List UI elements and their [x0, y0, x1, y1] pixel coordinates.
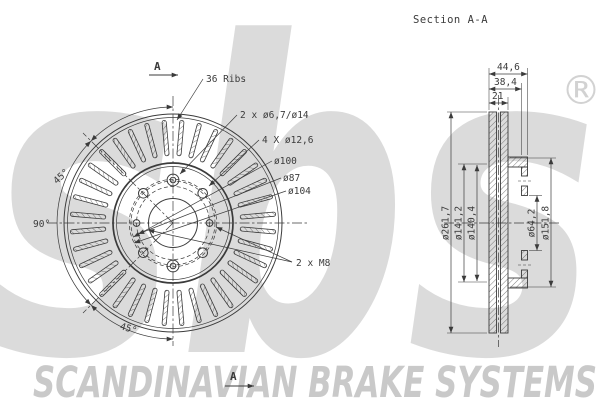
vent-rib [239, 226, 277, 235]
vent-rib [176, 289, 185, 327]
label-lug-holes: 4 X ø12,6 [262, 135, 314, 146]
section-marker-bottom: A [225, 370, 254, 389]
dim-outer-diameter: ø261,7 [441, 206, 452, 240]
pilot-holes [166, 173, 180, 273]
hat-wall-lower-a [521, 250, 528, 261]
vent-rib [210, 277, 234, 309]
hat-wall-lower-b [521, 269, 528, 279]
section-title: Section A-A [413, 14, 488, 26]
leader-lug-holes [208, 139, 260, 187]
vent-rib [188, 287, 202, 323]
diagonal-centerline-lower [82, 222, 174, 314]
label-thread-holes: 2 x M8 [296, 258, 331, 269]
label-service-circle-dia: ø87 [283, 173, 300, 184]
label-ribs: 36 Ribs [206, 74, 246, 85]
leader-pilot-circle [133, 190, 287, 244]
vent-rib [233, 177, 267, 197]
disc-outer-edge [63, 113, 283, 333]
dim-disc-thickness: 21 [492, 91, 504, 102]
section-view: Section A-A [413, 14, 560, 347]
friction-plate-inboard [500, 111, 509, 334]
thread-holes-m8 [132, 219, 214, 227]
section-marker-top: A [149, 60, 178, 78]
footer-watermark: SCANDINAVIAN BRAKE SYSTEMS [33, 358, 597, 400]
disc-outer-edge-inner-line [67, 117, 279, 329]
vent-rib [199, 129, 219, 163]
vent-rib [237, 194, 273, 208]
vent-rib [99, 269, 127, 297]
label-pilot-holes: 2 x ø6,7/ø14 [240, 110, 309, 121]
hat-edge-circle [112, 162, 234, 284]
dim-inner-ring-2: ø140,4 [467, 206, 478, 241]
dim-hat-diameter: ø151,8 [541, 206, 552, 241]
vent-rib [239, 211, 277, 220]
hat-wall-upper-a [521, 166, 528, 177]
vent-rib [99, 149, 127, 177]
vent-rib [199, 283, 219, 317]
center-bore [148, 198, 198, 248]
service-circle-87 [136, 186, 210, 260]
front-view: 36 Ribs 2 x ø6,7/ø14 4 X ø12,6 ø100 ø87 … [33, 60, 331, 389]
hat-flange-top [507, 156, 528, 168]
leader-service-circle [137, 177, 282, 235]
hat-wall-upper-b [521, 185, 528, 196]
vent-ribs [69, 119, 277, 327]
label-bolt-circle-dia: ø100 [274, 156, 297, 167]
pilot-hole-circle-104 [128, 178, 218, 268]
dim-hat-depth: 38,4 [494, 77, 517, 88]
vent-rib [219, 269, 247, 297]
hat-edge-inner-circle [116, 166, 230, 280]
svg-text:A: A [154, 60, 161, 73]
dim-center-bore: ø64,2 [527, 209, 538, 238]
registered-trademark-icon: ® [561, 68, 600, 114]
angle-45-lower: 45° [119, 321, 139, 337]
leader-bolt-circle [133, 160, 273, 238]
angle-arc-45-lower [90, 304, 174, 342]
leader-ribs [176, 78, 204, 121]
bolt-circle-100 [130, 180, 216, 266]
hat-flange-bottom [507, 277, 528, 289]
lug-holes [138, 188, 208, 258]
leader-m8-left [147, 229, 293, 263]
leader-pilot-holes [179, 114, 238, 175]
angle-90: 90° [33, 219, 50, 230]
vent-rib [233, 249, 267, 269]
friction-plate-outboard [488, 111, 497, 334]
vent-rib [188, 123, 202, 159]
vent-rib [227, 162, 259, 186]
vent-rib [176, 119, 185, 157]
svg-text:A: A [230, 370, 237, 383]
leader-m8-right [215, 226, 293, 263]
angle-arc-45-upper [90, 104, 174, 142]
dim-inner-ring-1: ø141,2 [454, 206, 465, 240]
dim-total-width: 44,6 [497, 62, 520, 73]
vent-rib [227, 260, 259, 284]
label-pilot-circle-dia: ø104 [288, 186, 311, 197]
diagonal-centerline-upper [82, 132, 174, 224]
angle-arc-90 [56, 140, 92, 306]
vent-rib [210, 137, 234, 169]
